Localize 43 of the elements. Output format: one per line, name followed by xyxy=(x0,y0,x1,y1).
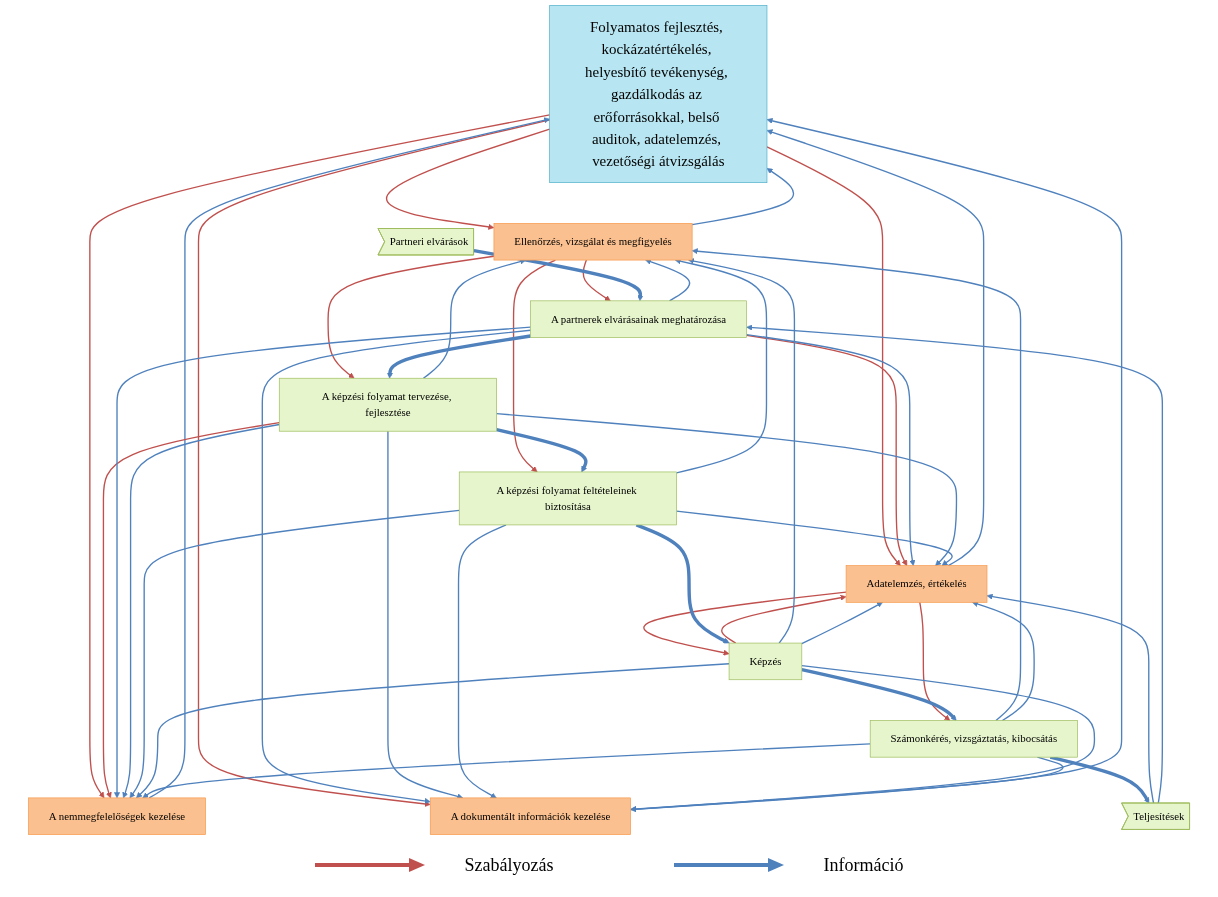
arrow xyxy=(386,334,531,379)
arrow xyxy=(972,601,1035,722)
node-box: Képzés xyxy=(728,642,803,681)
arrow xyxy=(801,602,883,645)
arrow xyxy=(385,128,551,230)
arrow xyxy=(675,510,953,566)
node-box: A nemmegfelelőségek kezelése xyxy=(28,797,206,835)
arrow xyxy=(766,129,985,567)
arrow xyxy=(142,743,871,799)
node-box: Adatelemzés, értékelés xyxy=(845,565,988,603)
node-box: Számonkérés, vizsgáztatás, kibocsátás xyxy=(869,720,1078,758)
arrow xyxy=(635,523,730,644)
arrow xyxy=(766,146,901,566)
arrow xyxy=(986,593,1155,804)
node-box: Folyamatos fejlesztés, kockázatértékelés, helyesbítő tevékenység, gazdálkodás az erőforrásokkal, belső auditok, adatelemzés, vezetőségi átvizsgálás xyxy=(549,5,768,183)
arrow xyxy=(136,663,730,799)
arrow xyxy=(496,427,588,473)
arrow xyxy=(801,667,957,721)
legend-label: Szabályozás xyxy=(464,854,554,876)
arrow xyxy=(129,509,460,799)
arrow xyxy=(327,255,495,379)
arrow xyxy=(919,601,951,721)
arrow xyxy=(645,259,691,302)
arrow xyxy=(630,665,1096,812)
arrow xyxy=(261,329,532,804)
arrow xyxy=(495,413,958,566)
node-box: A partnerek elvárásainak meghatározása xyxy=(530,300,747,338)
arrow xyxy=(688,258,796,644)
arrow xyxy=(457,524,507,799)
node-box: A képzési folyamat feltételeinek biztosítása xyxy=(458,471,677,526)
arrow xyxy=(746,324,1164,804)
arrow xyxy=(582,259,611,302)
node-box: Ellenőrzés, vizsgálat és megfigyelés xyxy=(493,223,693,261)
node-box: A képzési folyamat tervezése, fejlesztése xyxy=(278,377,497,432)
arrow xyxy=(630,756,1064,813)
arrow xyxy=(643,591,847,656)
arrow xyxy=(691,168,795,226)
node-box: A dokumentált információk kezelése xyxy=(429,797,631,835)
arrow xyxy=(629,117,1123,811)
legend-label: Információ xyxy=(823,854,904,876)
arrow xyxy=(721,594,847,644)
arrow xyxy=(691,248,1022,722)
arrow xyxy=(114,326,532,799)
